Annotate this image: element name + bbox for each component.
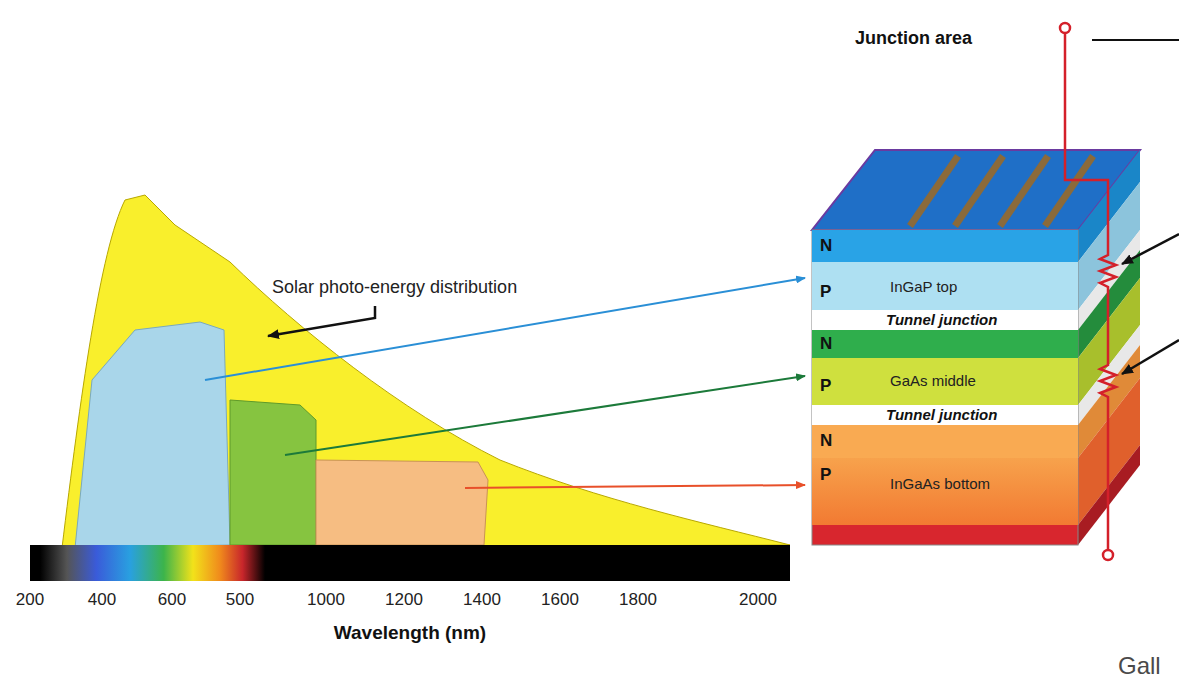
tick-label: 2000 <box>739 590 777 610</box>
tick-label: 1200 <box>385 590 423 610</box>
callout-label: Solar photo-energy distribution <box>272 277 517 298</box>
tick-label: 400 <box>88 590 116 610</box>
tick-label: 1000 <box>307 590 345 610</box>
subcell-layer: N P InGaP top <box>812 230 1078 310</box>
junction-label: Tunnel junction <box>886 311 997 328</box>
tick-label: 1800 <box>619 590 657 610</box>
material-label: InGaAs bottom <box>890 475 990 492</box>
tick-label: 1600 <box>541 590 579 610</box>
tunnel-junction: Tunnel junction <box>812 405 1078 425</box>
layer-type: N <box>820 236 832 256</box>
tick-label: 200 <box>16 590 44 610</box>
axis-title: Wavelength (nm) <box>334 622 486 644</box>
material-label: GaAs middle <box>890 372 976 389</box>
subcell-layer: N P GaAs middle <box>812 330 1078 405</box>
tunnel-junction: Tunnel junction <box>812 310 1078 330</box>
material-label: InGaP top <box>890 278 957 295</box>
layer-type: P <box>820 465 831 485</box>
cut-off-text: Gall <box>1118 652 1161 680</box>
tick-label: 1400 <box>463 590 501 610</box>
layer-type: N <box>820 334 832 354</box>
subcell-layer: NP InGaAs bottom <box>812 425 1078 525</box>
layer-type: N <box>820 431 832 451</box>
layer-type: P <box>820 376 831 396</box>
tick-label: 500 <box>226 590 254 610</box>
layer-type: P <box>820 282 831 302</box>
junction-label: Tunnel junction <box>886 406 997 423</box>
heading-label: Junction area <box>855 28 972 49</box>
tick-label: 600 <box>158 590 186 610</box>
